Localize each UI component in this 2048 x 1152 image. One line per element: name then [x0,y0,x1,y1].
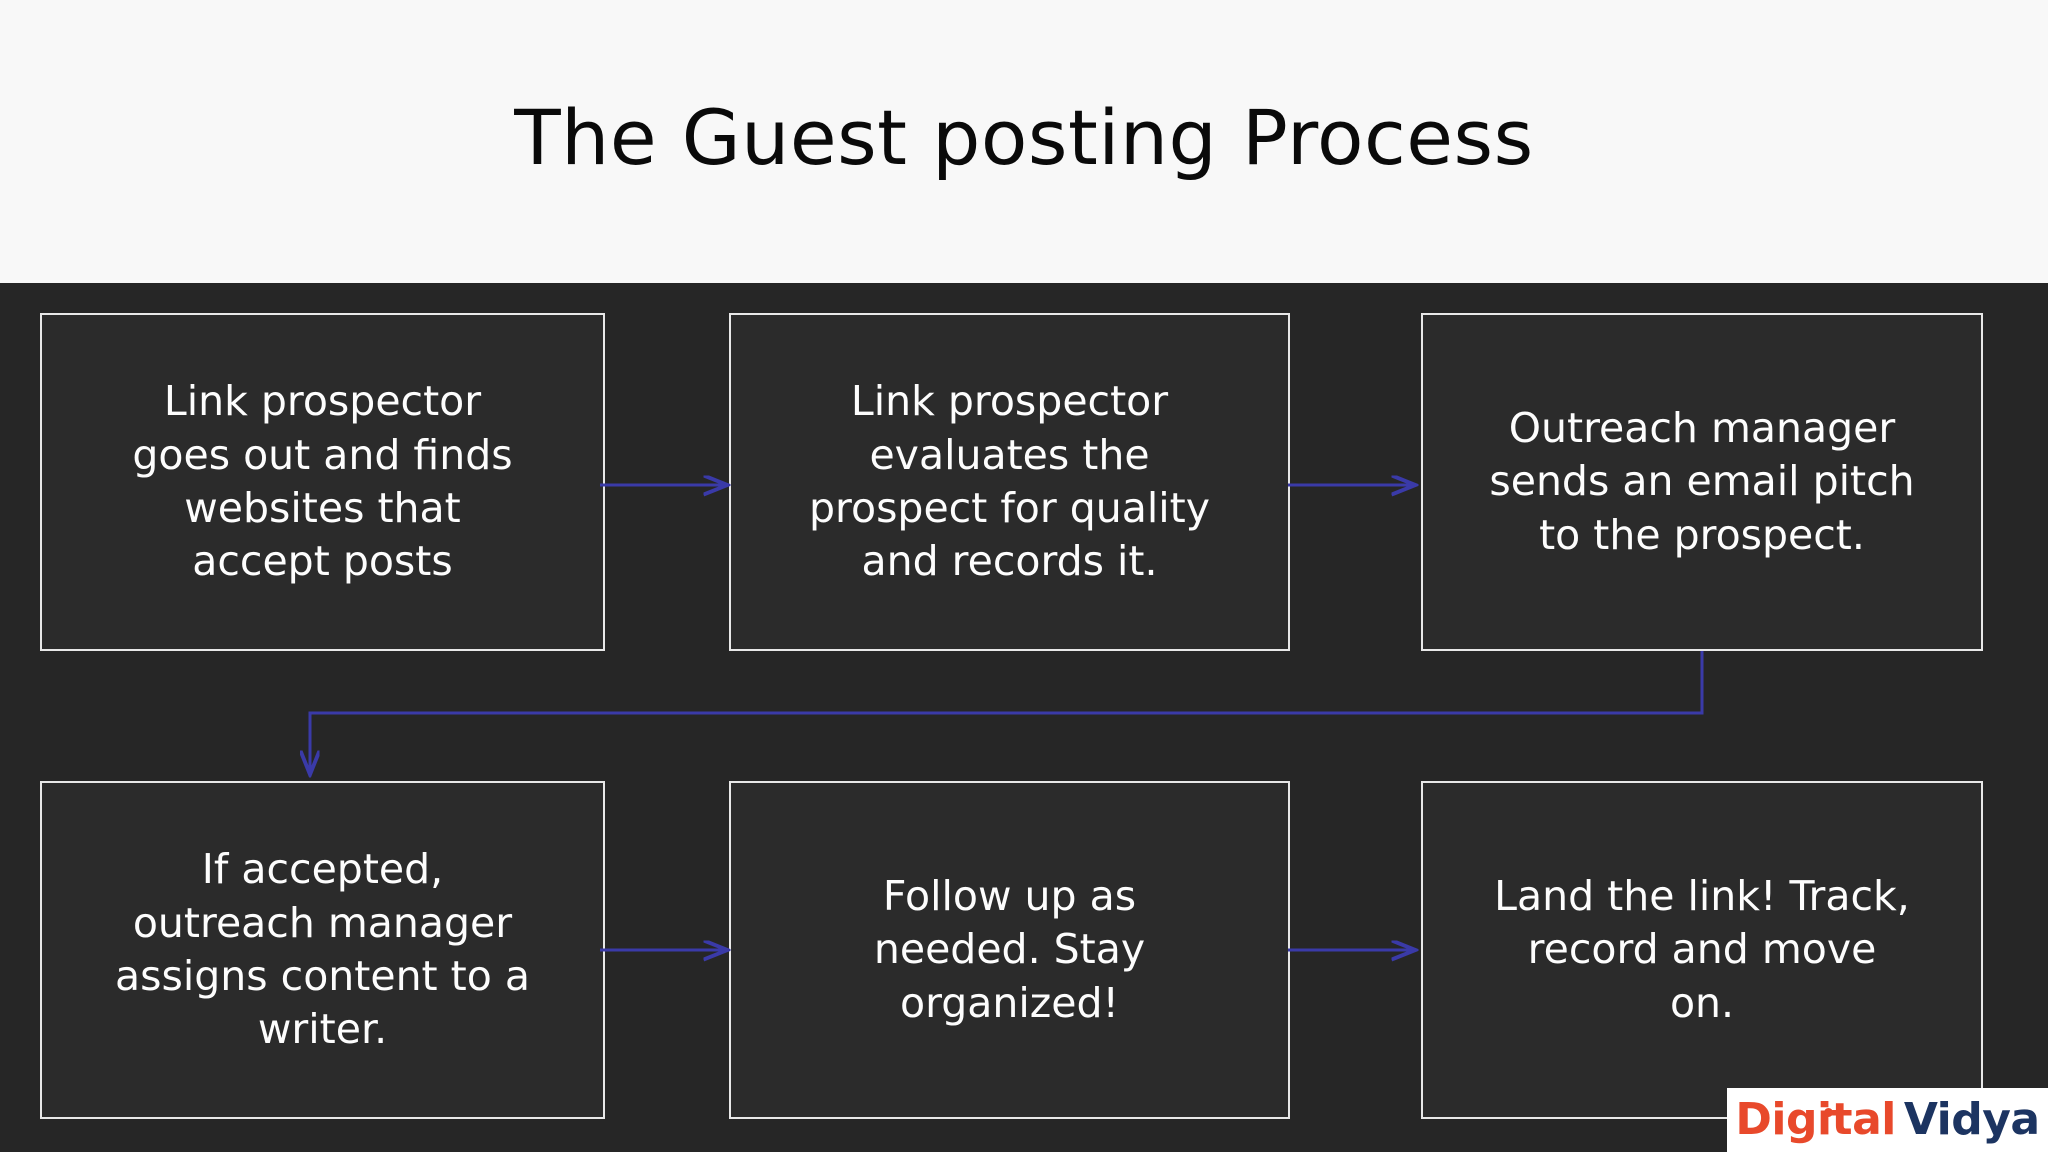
logo-text-vidya: Vidya [1903,1094,2040,1145]
process-step-box-5[interactable]: Follow up as needed. Stay organized! [729,781,1290,1119]
logo-accent-dot-icon [1824,1108,1833,1117]
arrow-step4-to-step5 [600,920,740,980]
page-title: The Guest posting Process [514,93,1534,182]
logo-text-digital: Digital [1735,1094,1896,1145]
arrow-step5-to-step6 [1288,920,1428,980]
process-step-box-2[interactable]: Link prospector evaluates the prospect f… [729,313,1290,651]
process-step-text-4: If accepted, outreach manager assigns co… [115,845,530,1054]
arrow-step3-to-step4 [300,651,1704,790]
process-step-box-3[interactable]: Outreach manager sends an email pitch to… [1421,313,1983,651]
process-step-text-6: Land the link! Track, record and move on… [1494,872,1910,1027]
process-step-text-3: Outreach manager sends an email pitch to… [1489,404,1915,559]
title-band: The Guest posting Process [0,0,2048,283]
process-step-text-2: Link prospector evaluates the prospect f… [809,377,1210,586]
process-step-text-5: Follow up as needed. Stay organized! [873,872,1146,1027]
process-step-box-4[interactable]: If accepted, outreach manager assigns co… [40,781,605,1119]
digital-vidya-logo: Digital Vidya [1727,1088,2048,1152]
process-step-text-1: Link prospector goes out and finds websi… [132,377,513,586]
process-step-box-6[interactable]: Land the link! Track, record and move on… [1421,781,1983,1119]
arrow-step2-to-step3 [1288,455,1428,515]
process-step-box-1[interactable]: Link prospector goes out and finds websi… [40,313,605,651]
arrow-step1-to-step2 [600,455,740,515]
